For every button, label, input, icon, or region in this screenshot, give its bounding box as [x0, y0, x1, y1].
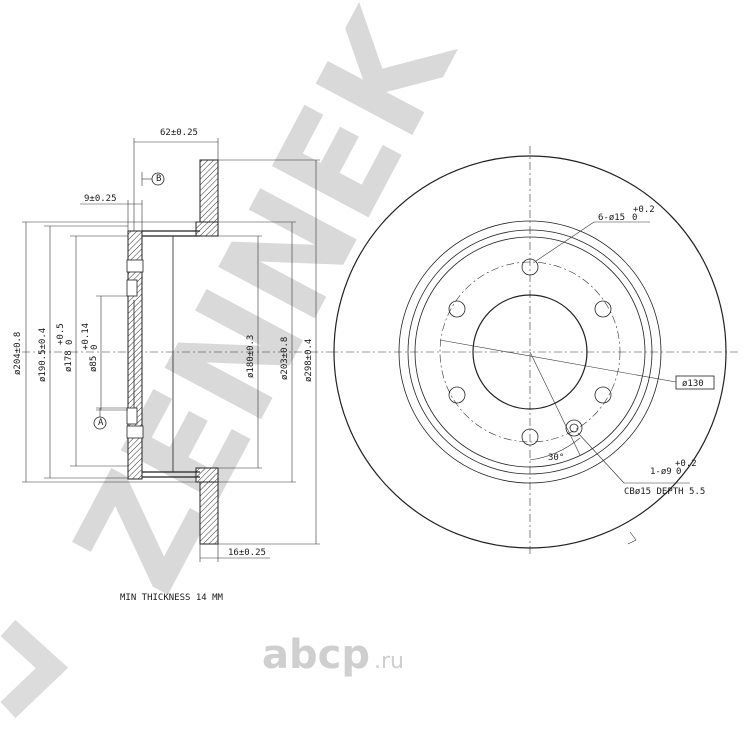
hat-corner-top — [195, 221, 219, 237]
dim-204: ø204±0.8 — [13, 332, 23, 375]
pcd-label-box — [675, 375, 715, 390]
flange-bore-upper — [126, 279, 138, 297]
dim-16: 16±0.25 — [228, 548, 266, 558]
friction-ring-bottom — [199, 478, 219, 545]
pcd-label: ø130 — [682, 379, 704, 389]
pcd-leader — [439, 339, 677, 383]
flange-bore-lower — [126, 407, 138, 425]
datum-a-circle — [93, 416, 107, 430]
holes-leader — [535, 221, 595, 262]
bolt-hole-2 — [594, 300, 612, 318]
friction-ring-top — [199, 159, 219, 226]
min-thickness-note: MIN THICKNESS 14 MM — [120, 593, 224, 603]
rotation-arrow-icon — [627, 531, 637, 545]
datum-a-label: A — [98, 418, 104, 428]
locating-hole-counterbore — [565, 419, 583, 437]
bolt-hole-4 — [521, 428, 539, 446]
angle-arc — [529, 437, 581, 461]
dim-85-tol-top: +0.14 — [81, 323, 91, 350]
bolt-hole-1 — [521, 258, 539, 276]
disc-outer-edge — [333, 155, 727, 549]
hole1-tol-top: +0.2 — [675, 459, 697, 469]
bolt-hole-5 — [448, 386, 466, 404]
dim-203: ø203±0.8 — [280, 337, 290, 380]
datum-b-label: B — [156, 174, 161, 184]
bolt-hole-3 — [594, 386, 612, 404]
dim-178-tol-top: +0.5 — [56, 323, 66, 345]
dim-62: 62±0.25 — [160, 128, 198, 138]
site-watermark: abcp .ru — [262, 632, 404, 678]
angle-ray — [529, 351, 581, 456]
dim-190: ø190.5±0.4 — [38, 328, 48, 382]
cb-label: CBø15 DEPTH 5.5 — [624, 487, 705, 497]
hole1-leader — [577, 432, 625, 484]
datum-b-circle — [151, 172, 165, 186]
hat-outer-ring — [414, 236, 646, 468]
flange-hole-upper — [126, 259, 144, 273]
dim-9: 9±0.25 — [84, 194, 117, 204]
friction-inner-ring-1 — [398, 220, 662, 484]
dim-178-tol-bot: 0 — [65, 340, 75, 345]
side-section-view: ø204±0.8 ø190.5±0.4 ø178 +0.5 0 ø85 +0.1… — [13, 128, 330, 603]
flange-hole-lower — [126, 425, 144, 439]
hole1-tol-bot: 0 — [676, 467, 681, 477]
center-bore — [472, 294, 588, 410]
watermark-chevron — [0, 619, 69, 718]
dim-178: ø178 — [64, 350, 74, 372]
brand-watermark-text: ZENNEK — [43, 0, 490, 617]
holes-label: 6-ø15 — [598, 213, 625, 223]
hat-corner-bottom — [195, 467, 219, 483]
dim-85: ø85 — [89, 356, 99, 372]
dim-180: ø180±0.3 — [246, 335, 256, 378]
angle-label: 30° — [548, 453, 564, 463]
dim-85-tol-bot: 0 — [90, 345, 100, 350]
pcd-circle — [439, 261, 621, 443]
hole1-label: 1-ø9 — [650, 467, 672, 477]
locating-hole — [569, 423, 579, 433]
friction-inner-ring-2 — [407, 229, 653, 475]
bolt-hole-6 — [448, 300, 466, 318]
holes-tol-top: +0.2 — [633, 205, 655, 215]
holes-tol-bot: 0 — [632, 213, 637, 223]
dim-298: ø298±0.4 — [304, 339, 314, 382]
front-view: 6-ø15 +0.2 0 ø130 30° 1-ø9 +0.2 0 CBø15 … — [330, 146, 740, 555]
site-watermark-tld: .ru — [374, 649, 404, 674]
site-watermark-main: abcp — [262, 632, 370, 678]
